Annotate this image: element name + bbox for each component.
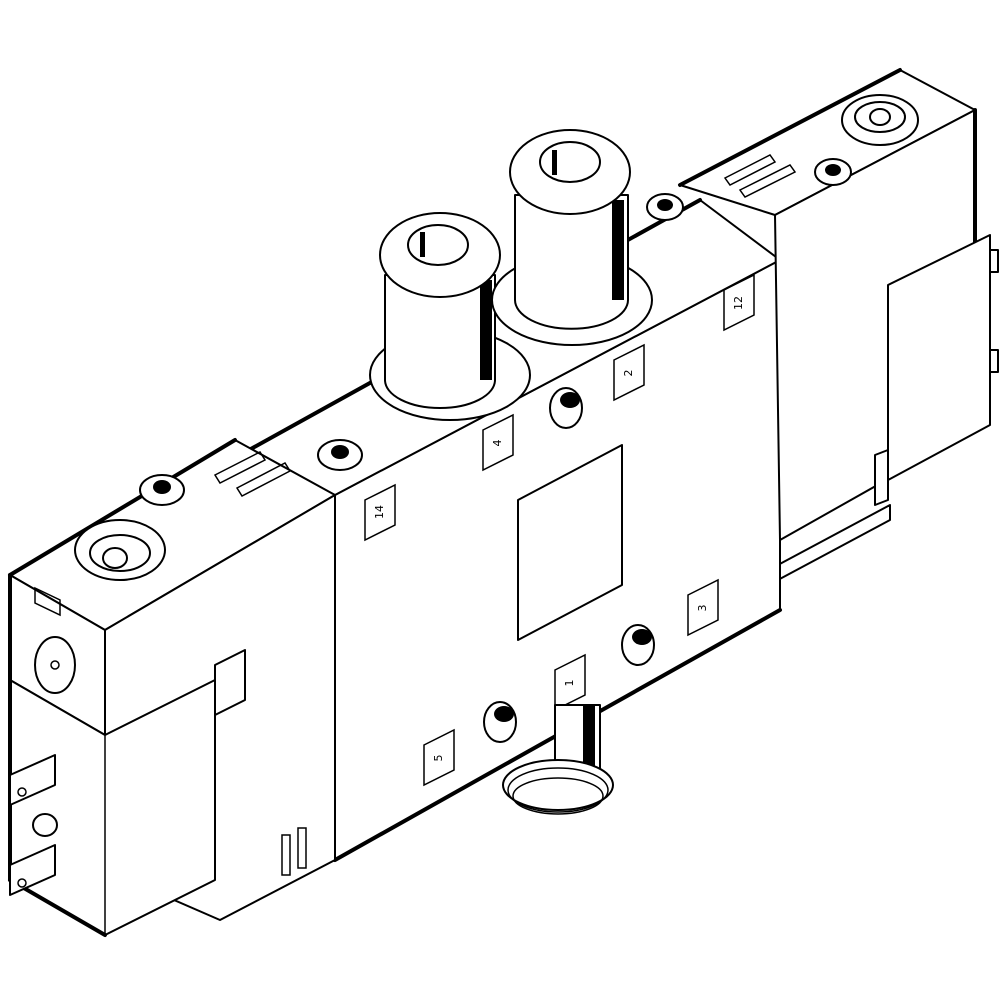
terminal-tab bbox=[9, 754, 56, 806]
fitting-port-1 bbox=[502, 704, 614, 815]
port-label-12: 12 bbox=[732, 296, 745, 310]
port-label-5: 5 bbox=[432, 754, 445, 762]
label-window bbox=[517, 444, 623, 641]
right-connector-plate bbox=[887, 234, 991, 481]
left-side-button-icon bbox=[34, 636, 76, 694]
port-label-3: 3 bbox=[696, 604, 709, 612]
port-label-2: 2 bbox=[622, 369, 635, 377]
fitting-port-4 bbox=[369, 212, 531, 421]
port-label-14: 14 bbox=[373, 505, 386, 519]
port-label-1: 1 bbox=[563, 679, 576, 687]
terminal-stud bbox=[32, 813, 58, 837]
fitting-port-2 bbox=[491, 129, 653, 346]
terminal-tab bbox=[9, 844, 56, 896]
port-label-4: 4 bbox=[491, 439, 504, 447]
